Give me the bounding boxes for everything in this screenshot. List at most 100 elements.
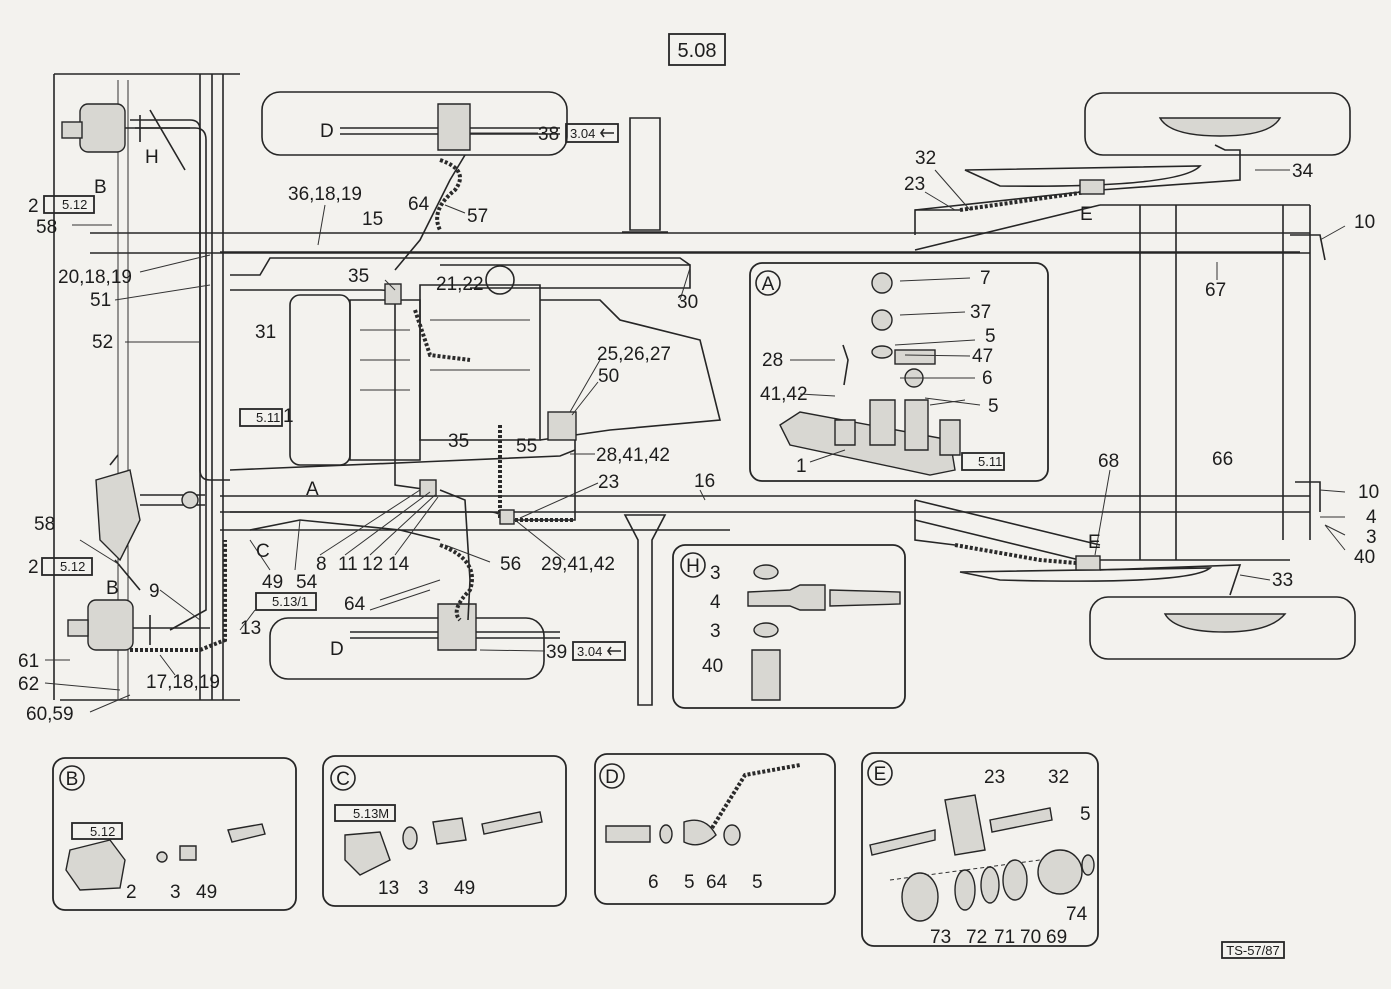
label-28: 28 [762, 350, 783, 371]
label-16: 16 [694, 471, 715, 492]
label-36-18-19: 36,18,19 [288, 184, 362, 205]
ref-tag-304-bottom: 3.04 [572, 641, 626, 661]
label-23-e: 23 [984, 767, 1005, 788]
label-5-d2: 5 [752, 872, 763, 893]
label-49-b: 49 [196, 882, 217, 903]
label-7: 7 [980, 268, 991, 289]
label-37: 37 [970, 302, 991, 323]
label-c-main: C [256, 541, 270, 562]
label-5-e: 5 [1080, 804, 1091, 825]
label-5-a1: 5 [985, 326, 996, 347]
label-3-h1: 3 [710, 563, 721, 584]
ref-tag-512-bottom: 5.12 [41, 557, 93, 576]
label-4-h: 4 [710, 592, 721, 613]
svg-text:A: A [762, 274, 775, 295]
label-2-top: 2 [28, 196, 39, 217]
label-57: 57 [467, 206, 488, 227]
inset-e: E [861, 752, 1099, 947]
label-68: 68 [1098, 451, 1119, 472]
label-40-main: 40 [1354, 547, 1375, 568]
ref-tag-511-inset: 5.11 [961, 452, 1005, 471]
label-21-22: 21,22 [436, 274, 484, 295]
label-31: 31 [255, 322, 276, 343]
svg-text:H: H [686, 556, 700, 577]
label-72: 72 [966, 927, 987, 948]
label-61: 61 [18, 651, 39, 672]
label-3-b: 3 [170, 882, 181, 903]
label-38: 38 [538, 124, 559, 145]
front-right-wheel [269, 603, 560, 680]
svg-text:5.11: 5.11 [978, 454, 1002, 469]
label-11: 11 [338, 554, 358, 575]
label-3-c: 3 [418, 878, 429, 899]
label-29-41-42: 29,41,42 [541, 554, 615, 575]
inset-d: D [594, 753, 836, 905]
inset-b: B 5.12 [52, 757, 297, 911]
svg-text:5.12: 5.12 [60, 559, 85, 574]
steering-unit [95, 454, 205, 591]
label-9: 9 [149, 581, 160, 602]
label-32: 32 [915, 148, 936, 169]
leader-lines [44, 132, 1346, 713]
label-71: 71 [994, 927, 1015, 948]
svg-text:E: E [874, 764, 887, 785]
label-3-main: 3 [1366, 527, 1377, 548]
label-6-d: 6 [648, 872, 659, 893]
label-70: 70 [1020, 927, 1041, 948]
label-47: 47 [972, 346, 993, 367]
label-32-e: 32 [1048, 767, 1069, 788]
label-54: 54 [296, 572, 318, 593]
svg-text:3.04: 3.04 [577, 644, 602, 659]
label-2-bottom: 2 [28, 557, 39, 578]
label-25-26-27: 25,26,27 [597, 344, 671, 365]
label-17-18-19: 17,18,19 [146, 672, 220, 693]
label-h: H [145, 147, 159, 168]
drawing-code: TS-57/87 [1221, 941, 1285, 959]
inset-h: H [672, 544, 906, 709]
rear-left-wheel [1084, 92, 1351, 156]
label-d-bottom: D [330, 639, 344, 660]
label-66: 66 [1212, 449, 1233, 470]
label-10-bottom: 10 [1358, 482, 1379, 503]
label-5-a2: 5 [988, 396, 999, 417]
svg-text:TS-57/87: TS-57/87 [1226, 943, 1279, 958]
label-1-main: 1 [283, 406, 294, 427]
label-5-d1: 5 [684, 872, 695, 893]
label-73: 73 [930, 927, 951, 948]
label-55: 55 [516, 436, 537, 457]
rear-left-spring [964, 165, 1202, 187]
label-e-top: E [1080, 204, 1093, 225]
svg-text:D: D [605, 767, 619, 788]
label-1-a: 1 [796, 456, 807, 477]
label-62: 62 [18, 674, 39, 695]
label-35-top: 35 [348, 266, 369, 287]
label-2-b: 2 [126, 882, 137, 903]
label-13-c: 13 [378, 878, 399, 899]
label-30: 30 [677, 292, 698, 313]
svg-text:3.04: 3.04 [570, 126, 595, 141]
svg-text:5.12: 5.12 [90, 824, 115, 839]
brake-lines [130, 119, 1326, 652]
label-51: 51 [90, 290, 111, 311]
label-34: 34 [1292, 161, 1314, 182]
label-6-a: 6 [982, 368, 993, 389]
front-right-brake-chamber [67, 599, 210, 651]
label-58-bottom: 58 [34, 514, 55, 535]
label-28-41-42: 28,41,42 [596, 445, 670, 466]
label-20-18-19: 20,18,19 [58, 267, 132, 288]
page-reference-text: 5.08 [678, 40, 717, 62]
label-d-top: D [320, 121, 334, 142]
page-reference: 5.08 [668, 33, 726, 66]
label-52: 52 [92, 332, 113, 353]
front-left-wheel [261, 91, 568, 156]
label-64-bottom: 64 [344, 594, 366, 615]
label-41-42-a: 41,42 [760, 384, 808, 405]
svg-text:5.13M: 5.13M [353, 806, 389, 821]
label-e-bottom: E [1088, 532, 1101, 553]
rear-right-wheel [1089, 596, 1356, 660]
label-40-h: 40 [702, 656, 723, 677]
label-49-main: 49 [262, 572, 283, 593]
label-64-d: 64 [706, 872, 728, 893]
engine-block [289, 264, 722, 466]
